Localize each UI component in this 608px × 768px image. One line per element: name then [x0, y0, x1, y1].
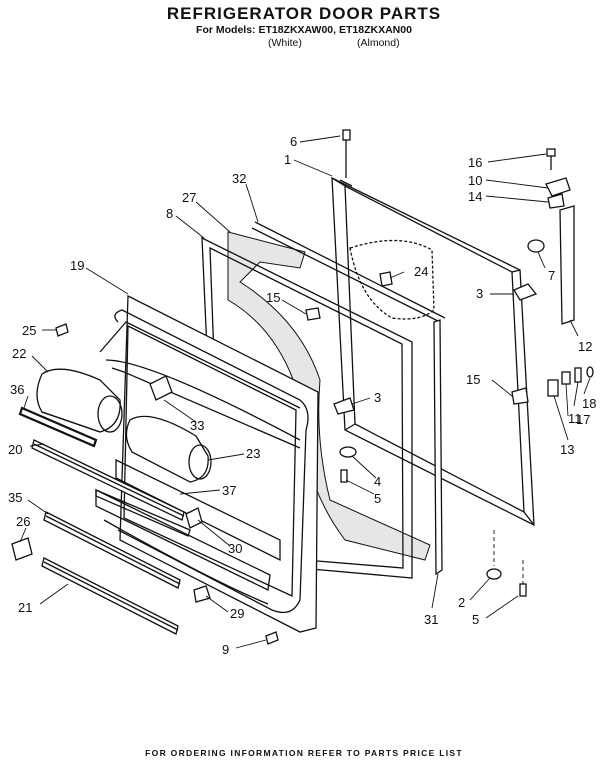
models-line: For Models: ET18ZKXAW00, ET18ZKXAN00	[196, 24, 412, 36]
shelf-bin-23	[125, 415, 212, 483]
callout-10: 10	[468, 173, 482, 188]
callout-1: 1	[284, 152, 291, 167]
callout-3-middle: 3	[374, 390, 381, 405]
callout-11: 11	[568, 411, 582, 426]
callout-5-middle: 5	[374, 491, 381, 506]
callout-37: 37	[222, 483, 236, 498]
inner-door-liner	[95, 294, 319, 633]
ordering-note: FOR ORDERING INFORMATION REFER TO PARTS …	[145, 748, 463, 758]
callout-7: 7	[548, 268, 555, 283]
callout-3-right: 3	[476, 286, 483, 301]
callout-23: 23	[246, 446, 260, 461]
variant-almond: (Almond)	[357, 37, 400, 49]
callout-36: 36	[10, 382, 24, 397]
callout-13: 13	[560, 442, 574, 457]
callout-18: 18	[582, 396, 596, 411]
callout-15-right: 15	[466, 372, 480, 387]
callout-8: 8	[166, 206, 173, 221]
callout-labels: 6 1 16 10 14 7 12 3 32 27 8 19 24 15 25 …	[8, 134, 596, 657]
callout-20: 20	[8, 442, 22, 457]
callout-30: 30	[228, 541, 242, 556]
callout-12: 12	[578, 339, 592, 354]
callout-19: 19	[70, 258, 84, 273]
callout-9: 9	[222, 642, 229, 657]
callout-32: 32	[232, 171, 246, 186]
callout-16: 16	[468, 155, 482, 170]
callout-4: 4	[374, 474, 381, 489]
callout-6: 6	[290, 134, 297, 149]
callout-27: 27	[182, 190, 196, 205]
callout-15-upper: 15	[266, 290, 280, 305]
door-gasket	[227, 221, 446, 561]
callout-17: 17	[576, 412, 590, 427]
variant-white: (White)	[268, 37, 302, 49]
page-title: REFRIGERATOR DOOR PARTS	[166, 4, 442, 23]
shelf-bin-22	[36, 368, 123, 433]
callout-33: 33	[190, 418, 204, 433]
leader-lines	[19, 135, 591, 649]
callout-26: 26	[16, 514, 30, 529]
hardware-parts	[11, 129, 594, 645]
callout-24: 24	[414, 264, 428, 279]
callout-29: 29	[230, 606, 244, 621]
callout-21: 21	[18, 600, 32, 615]
callout-25: 25	[22, 323, 36, 338]
trim-strips	[18, 406, 191, 635]
callout-22: 22	[12, 346, 26, 361]
callout-31: 31	[424, 612, 438, 627]
callout-35: 35	[8, 490, 22, 505]
outer-door-frame	[331, 176, 535, 527]
callout-2: 2	[458, 595, 465, 610]
callout-14: 14	[468, 189, 482, 204]
callout-5-bottom: 5	[472, 612, 479, 627]
